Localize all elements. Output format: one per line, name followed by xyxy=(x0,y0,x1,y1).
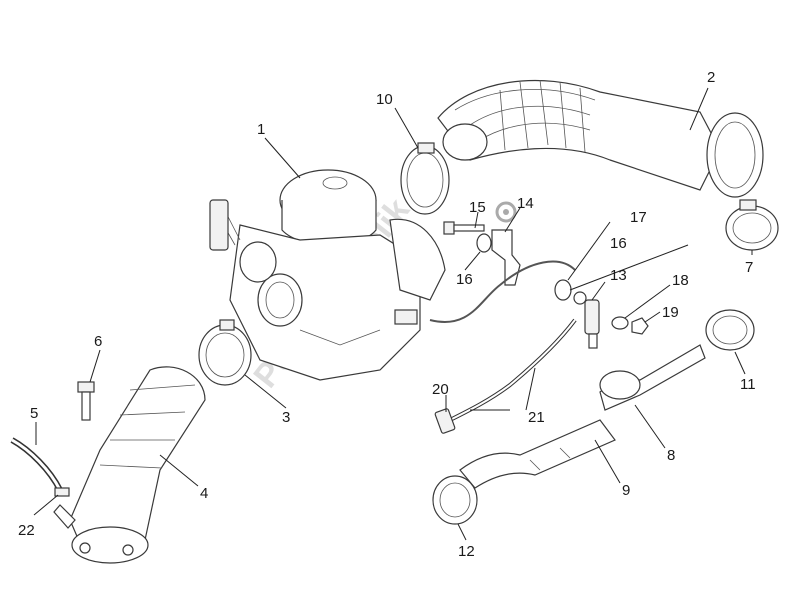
label-19: 19 xyxy=(662,304,679,321)
label-10: 10 xyxy=(376,91,393,108)
label-1: 1 xyxy=(257,121,265,138)
nut-19 xyxy=(631,317,649,335)
label-18: 18 xyxy=(672,272,689,289)
spacer-16-left xyxy=(476,233,492,253)
fuel-line xyxy=(429,260,576,323)
label-2: 2 xyxy=(707,69,715,86)
label-17: 17 xyxy=(630,209,647,226)
hose-clamp-11 xyxy=(705,309,755,351)
label-22: 22 xyxy=(18,522,35,539)
label-16-right: 16 xyxy=(610,235,627,252)
label-9: 9 xyxy=(622,482,630,499)
label-14: 14 xyxy=(517,195,534,212)
wire-21 xyxy=(449,318,577,422)
valve-13 xyxy=(584,299,600,349)
label-8: 8 xyxy=(667,447,675,464)
label-5: 5 xyxy=(30,405,38,422)
label-16-left: 16 xyxy=(456,271,473,288)
label-7: 7 xyxy=(745,259,753,276)
hose-9 xyxy=(459,419,616,489)
wire-21-inner xyxy=(449,319,576,421)
washer-18 xyxy=(611,316,629,330)
leader-lines xyxy=(33,87,753,541)
hose-clamp-10 xyxy=(400,142,450,215)
hose-clamp-7 xyxy=(725,199,779,251)
hose-clamp-3 xyxy=(198,319,252,386)
label-3: 3 xyxy=(282,409,290,426)
label-21: 21 xyxy=(528,409,545,426)
label-12: 12 xyxy=(458,543,475,560)
intake-manifold xyxy=(69,366,206,564)
air-intake-duct xyxy=(437,79,764,198)
bracket-14 xyxy=(491,229,521,286)
label-4: 4 xyxy=(200,485,208,502)
spacer-16-right xyxy=(554,279,572,301)
hose-5 xyxy=(10,437,63,492)
label-15: 15 xyxy=(469,199,486,216)
hose-clamp-12 xyxy=(432,475,478,525)
connector-20 xyxy=(434,408,456,434)
label-11: 11 xyxy=(740,376,756,393)
label-6: 6 xyxy=(94,333,102,350)
hose-5-inner xyxy=(11,438,62,491)
bolt-15 xyxy=(443,221,485,235)
bolt-6 xyxy=(77,381,95,421)
fitting-22 xyxy=(53,487,76,529)
label-13: 13 xyxy=(610,267,627,284)
washer-17 xyxy=(573,291,587,305)
pipe-8 xyxy=(599,344,706,411)
label-20: 20 xyxy=(432,381,449,398)
carburetor xyxy=(209,169,446,381)
watermark-gear-icon xyxy=(495,201,517,223)
callout-labels: 1 2 3 4 5 6 7 8 9 10 11 12 13 14 15 16 1… xyxy=(18,69,756,560)
